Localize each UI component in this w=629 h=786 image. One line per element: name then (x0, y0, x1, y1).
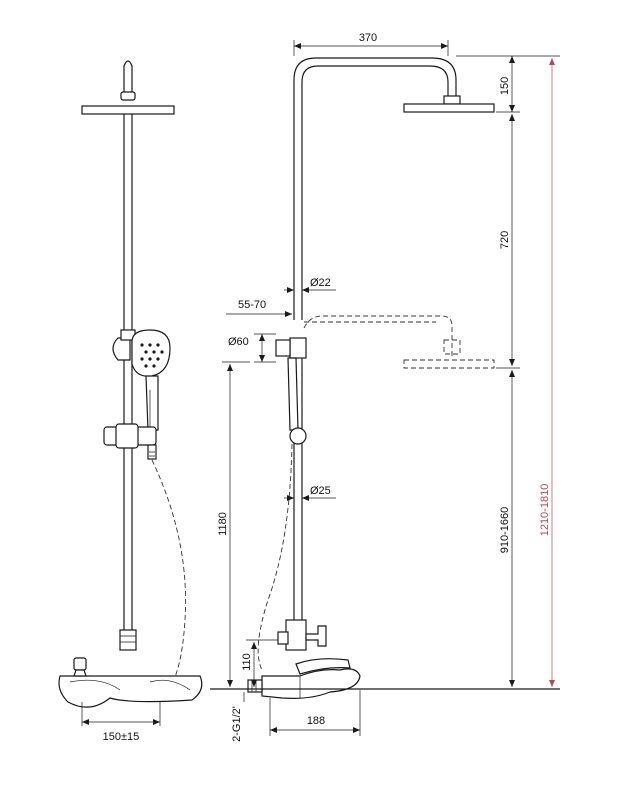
dim-valve-height: 110 (241, 653, 253, 671)
dim-rail-diameter: Ø22 (310, 277, 331, 289)
dim-lower-diameter: Ø25 (310, 485, 331, 497)
dim-slider-height: 1180 (217, 512, 229, 536)
dim-spout-length: 188 (307, 715, 325, 727)
dim-inlet-spacing: 150±15 (103, 731, 140, 743)
front-view: 150±15 (58, 60, 203, 743)
handset-nozzles-icon (140, 343, 164, 368)
dim-arm-offset: 55-70 (238, 299, 266, 311)
dim-overhead-width: 370 (359, 32, 377, 44)
dim-handset-diameter: Ø60 (228, 336, 249, 348)
dim-head-top: 150 (499, 77, 511, 95)
dimensions: 370 150 720 910-1660 1210-1810 Ø22 55-70… (217, 32, 560, 742)
dim-inlet-thread: 2-G1/2' (231, 706, 243, 742)
dim-head-slider: 720 (499, 231, 511, 249)
dim-total-height: 1210-1810 (539, 484, 551, 537)
dim-adjustable-range: 910-1660 (499, 507, 511, 554)
side-view (210, 57, 560, 699)
